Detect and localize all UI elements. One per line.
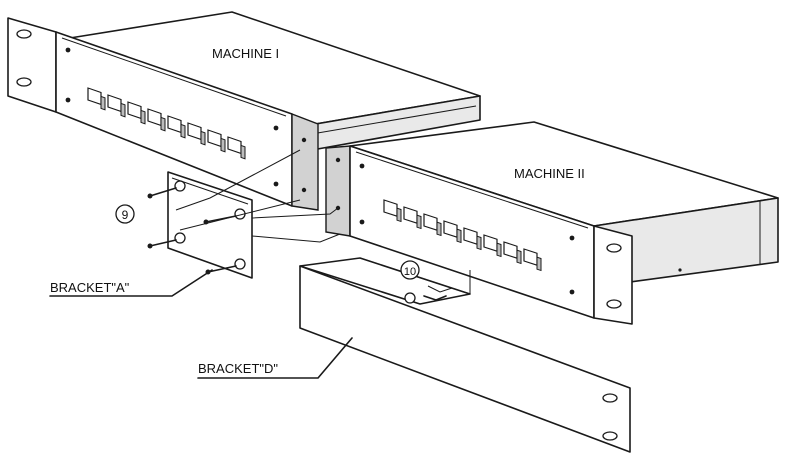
machine-1-ear-hole-top [16, 29, 32, 39]
machine-1-ear-hole-bottom [16, 77, 32, 87]
callout-9-circle [115, 204, 135, 224]
machine-2: MACHINE II [325, 121, 779, 325]
machine-1-button-row [87, 87, 246, 160]
bracket-d: 10 BRACKET"D" [197, 257, 631, 453]
machine-1-right-flange [291, 112, 319, 211]
machine-2-button-row [383, 199, 542, 272]
callout-10: 10 [404, 266, 416, 278]
machine-2-label: MACHINE II [514, 166, 585, 181]
machine-1: MACHINE I [7, 11, 481, 211]
bracket-a: 9 BRACKET"A" [49, 149, 341, 297]
bracket-d-hole-bottom [602, 431, 618, 441]
bracket-a-leader [49, 269, 213, 297]
bracket-a-screws [147, 180, 246, 275]
callout-10-circle [400, 260, 420, 280]
bracket-d-front-plate [299, 265, 631, 453]
bracket-d-hole-top [602, 393, 618, 403]
bracket-a-label: BRACKET"A" [50, 280, 130, 295]
machine-1-left-ear [7, 17, 57, 113]
callout-9: 9 [122, 208, 129, 222]
machine-1-label: MACHINE I [212, 46, 279, 61]
machine-2-ear-hole-top [606, 243, 622, 253]
bracket-d-leader [197, 337, 353, 379]
machine-2-right-ear [593, 225, 633, 325]
machine-2-ear-hole-bottom [606, 299, 622, 309]
bracket-d-label: BRACKET"D" [198, 361, 278, 376]
bracket-d-screw [404, 292, 416, 304]
